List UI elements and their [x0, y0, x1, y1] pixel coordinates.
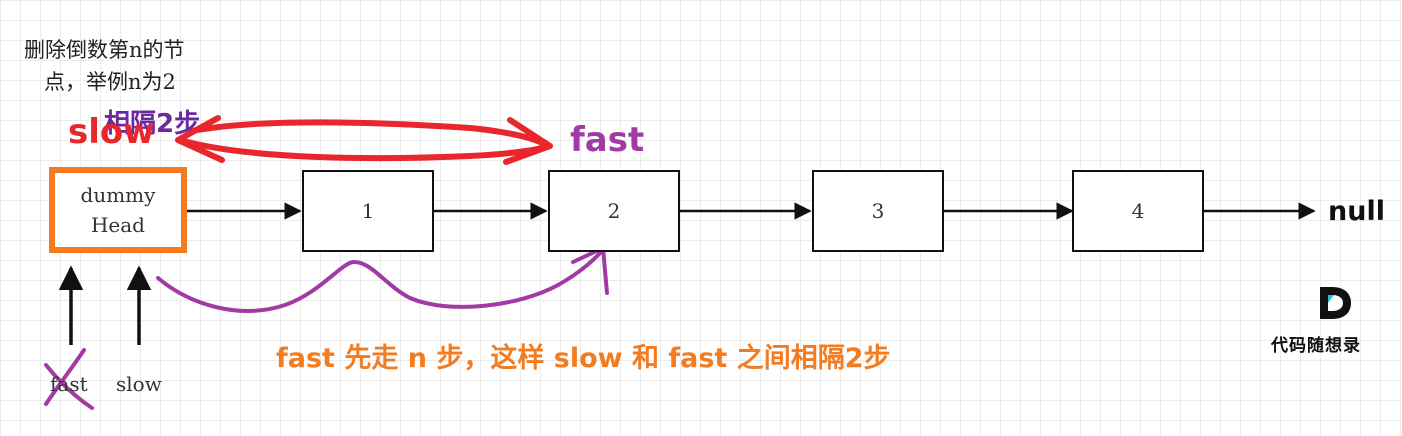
logo-text: 代码随想录 [1271, 336, 1361, 356]
diagram-title-line2: 点，举例n为2 [44, 70, 176, 94]
fast-move-arrow [156, 246, 609, 313]
diagram-title-line1: 删除倒数第n的节 [24, 38, 185, 62]
logo-d-icon [1320, 287, 1351, 319]
gap-double-arrow [175, 115, 553, 165]
dummy-head-node: dummy Head [49, 167, 187, 253]
explanation-caption: fast 先走 n 步，这样 slow 和 fast 之间相隔2步 [276, 343, 891, 374]
list-node-1: 1 [302, 170, 434, 252]
fast-top-label: fast [570, 120, 645, 160]
slow-pointer-label: slow [116, 372, 162, 396]
dummy-head-line1: dummy [80, 183, 156, 207]
null-label: null [1328, 196, 1385, 227]
cross-out-mark [44, 348, 94, 410]
list-node-4: 4 [1072, 170, 1204, 252]
slow-top-label: slow [68, 112, 155, 152]
fast-pointer-label: fast [50, 372, 88, 396]
list-node-3: 3 [812, 170, 944, 252]
dummy-head-line2: Head [90, 213, 145, 237]
gap-label: 相隔2步 [104, 109, 201, 139]
list-node-2: 2 [548, 170, 680, 252]
watermark-logo: 代码随想录 [1268, 283, 1398, 363]
